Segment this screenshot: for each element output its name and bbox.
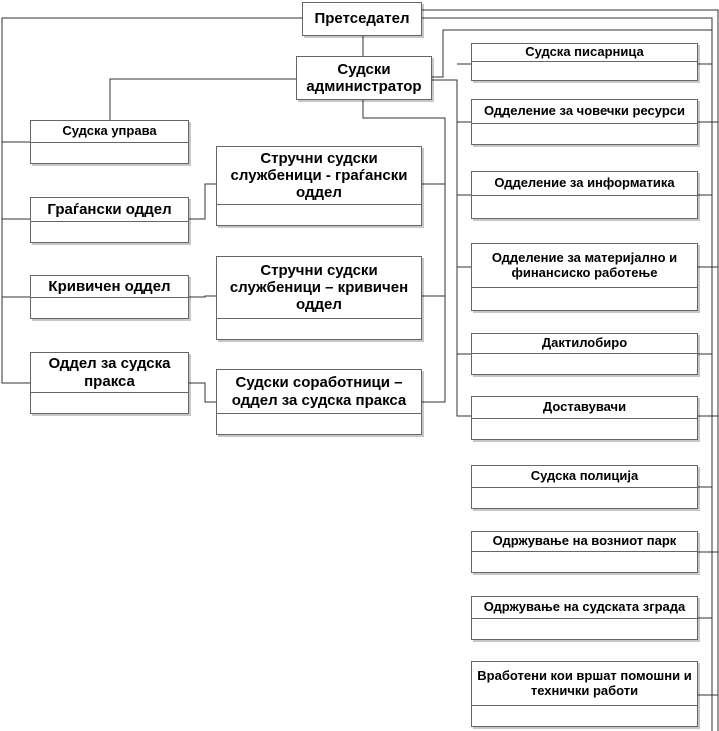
- node-material-financial-label: Одделение за материјално и финансиско ра…: [472, 244, 697, 288]
- node-material-financial[interactable]: Одделение за материјално и финансиско ра…: [471, 243, 698, 311]
- node-court-police[interactable]: Судска полиција: [471, 465, 698, 509]
- node-civil-department-body: [31, 222, 188, 242]
- node-human-resources-body: [472, 124, 697, 144]
- node-court-building-label: Одржување на судската зграда: [472, 597, 697, 619]
- node-criminal-expert-staff-label: Стручни судски службеници – кривичен одд…: [217, 257, 421, 319]
- node-court-practice-associates[interactable]: Судски соработници – оддел за судска пра…: [216, 369, 422, 435]
- node-support-technical-staff[interactable]: Вработени кои вршат помошни и технички р…: [471, 661, 698, 727]
- node-criminal-expert-staff[interactable]: Стручни судски службеници – кривичен одд…: [216, 256, 422, 340]
- node-criminal-expert-staff-body: [217, 319, 421, 339]
- node-material-financial-body: [472, 288, 697, 310]
- node-couriers-label: Доставувачи: [472, 397, 697, 419]
- node-court-practice-associates-label: Судски соработници – оддел за судска пра…: [217, 370, 421, 414]
- node-criminal-department-label: Кривичен оддел: [31, 276, 188, 298]
- node-typing-office[interactable]: Дактилобиро: [471, 333, 698, 375]
- node-couriers-body: [472, 419, 697, 439]
- node-civil-department-label: Граѓански оддел: [31, 198, 188, 222]
- node-court-registry-body: [472, 62, 697, 80]
- node-administrator-label: Судски администратор: [306, 60, 422, 95]
- node-court-practice-department-label: Оддел за судска пракса: [31, 353, 188, 393]
- node-human-resources-label: Одделение за човечки ресурси: [472, 100, 697, 124]
- node-support-technical-staff-body: [472, 706, 697, 726]
- node-typing-office-label: Дактилобиро: [472, 334, 697, 354]
- node-civil-expert-staff[interactable]: Стручни судски службеници - граѓански од…: [216, 146, 422, 226]
- node-vehicle-fleet-label: Одржување на возниот парк: [472, 532, 697, 552]
- node-criminal-department[interactable]: Кривичен оддел: [30, 275, 189, 319]
- node-typing-office-body: [472, 354, 697, 374]
- node-president-label: Претседател: [314, 10, 410, 28]
- node-president[interactable]: Претседател: [302, 2, 422, 36]
- node-civil-expert-staff-label: Стручни судски службеници - граѓански од…: [217, 147, 421, 205]
- node-court-management[interactable]: Судска управа: [30, 120, 189, 164]
- node-court-police-label: Судска полиција: [472, 466, 697, 488]
- node-vehicle-fleet-body: [472, 552, 697, 572]
- node-court-practice-department-body: [31, 393, 188, 413]
- node-court-registry[interactable]: Судска писарница: [471, 43, 698, 81]
- node-court-management-body: [31, 143, 188, 163]
- node-court-practice-department[interactable]: Оддел за судска пракса: [30, 352, 189, 414]
- node-court-management-label: Судска управа: [31, 121, 188, 143]
- node-court-police-body: [472, 488, 697, 508]
- node-court-practice-associates-body: [217, 414, 421, 434]
- node-court-building[interactable]: Одржување на судската зграда: [471, 596, 698, 640]
- node-court-building-body: [472, 619, 697, 639]
- node-criminal-department-body: [31, 298, 188, 318]
- node-civil-expert-staff-body: [217, 205, 421, 225]
- node-informatics-label: Одделение за информатика: [472, 172, 697, 196]
- node-court-registry-label: Судска писарница: [472, 44, 697, 62]
- node-informatics[interactable]: Одделение за информатика: [471, 171, 698, 219]
- node-support-technical-staff-label: Вработени кои вршат помошни и технички р…: [472, 662, 697, 706]
- node-human-resources[interactable]: Одделение за човечки ресурси: [471, 99, 698, 145]
- node-vehicle-fleet[interactable]: Одржување на возниот парк: [471, 531, 698, 573]
- node-civil-department[interactable]: Граѓански оддел: [30, 197, 189, 243]
- node-informatics-body: [472, 196, 697, 218]
- node-couriers[interactable]: Доставувачи: [471, 396, 698, 440]
- node-administrator[interactable]: Судски администратор: [296, 56, 432, 100]
